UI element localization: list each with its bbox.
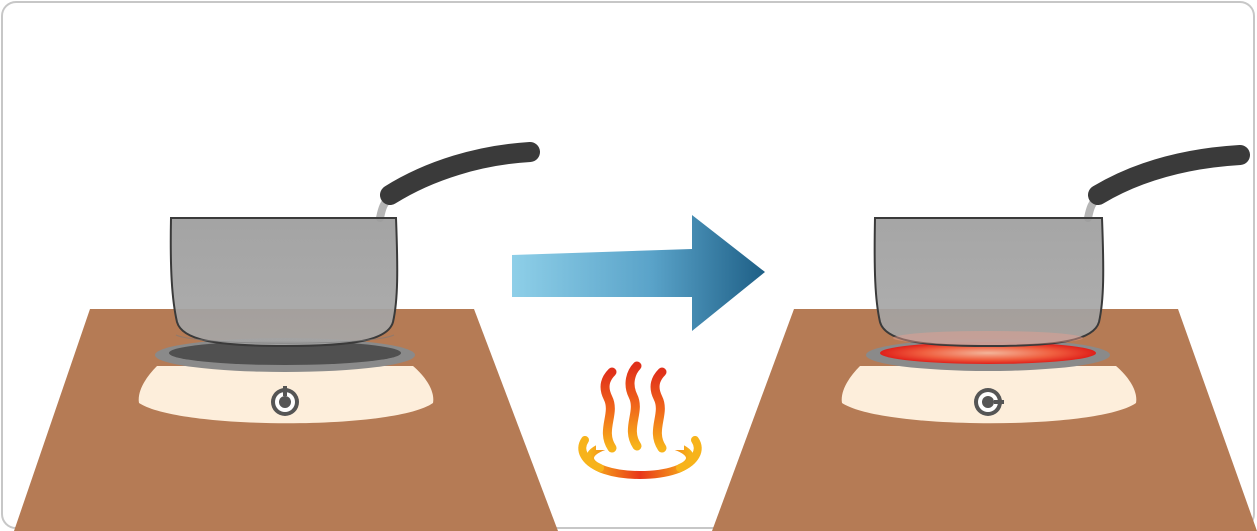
left-pot-handle (376, 142, 540, 222)
right-stove (712, 145, 1257, 531)
right-knob-icon (974, 388, 1004, 416)
heat-icon (578, 361, 702, 479)
right-pot (873, 217, 1105, 348)
left-knob-icon (271, 386, 299, 416)
right-pot-handle (1084, 145, 1250, 222)
left-burner (169, 341, 401, 365)
arrow-right-icon (501, 199, 784, 347)
left-stove (14, 142, 558, 531)
right-burner-hot (880, 342, 1096, 364)
left-pot (169, 217, 399, 348)
